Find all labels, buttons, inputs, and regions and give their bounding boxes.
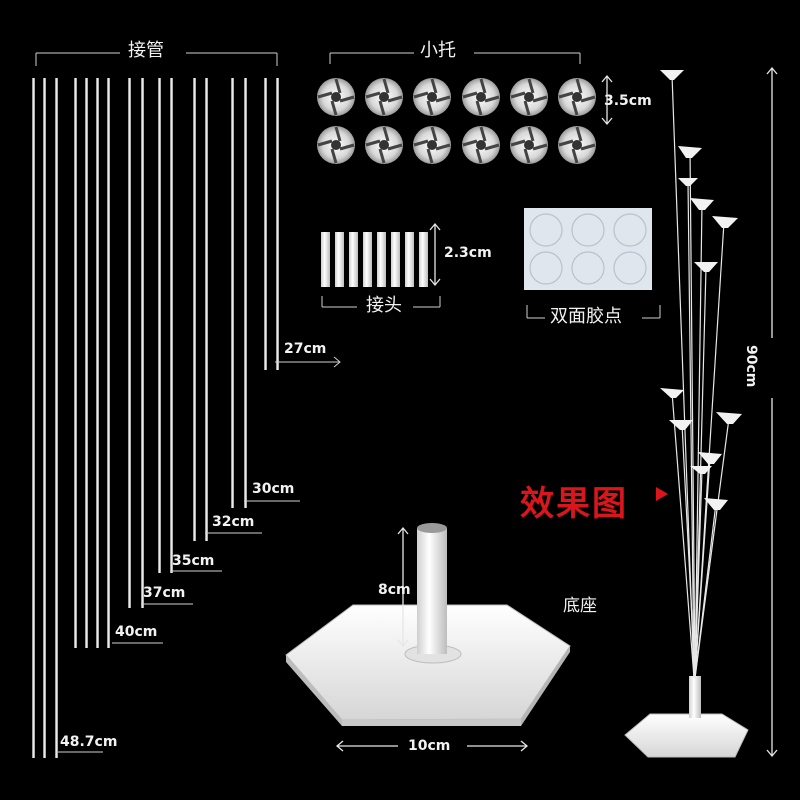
base-height-arrow (397, 526, 409, 648)
tubes-bracket (35, 52, 278, 66)
base-width-arrow (335, 740, 529, 752)
tube-rod (264, 78, 267, 370)
tube-length-lines (58, 356, 341, 753)
glue-bracket (526, 305, 661, 319)
cup-height-arrow (601, 74, 613, 126)
cups-bracket (329, 52, 581, 64)
tube-rod (74, 78, 77, 648)
tube-length-label: 48.7cm (60, 734, 118, 750)
balloon-cups (317, 78, 596, 164)
tube-rod (205, 78, 208, 541)
tube-length-label: 37cm (143, 585, 186, 601)
cups-title: 小托 (420, 40, 456, 61)
tube-length-label: 27cm (284, 341, 327, 357)
connector-title: 接头 (366, 295, 402, 316)
total-height-label: 90cm (743, 345, 759, 388)
tube-length-label: 30cm (252, 481, 295, 497)
tube-rod (55, 78, 58, 758)
tube-rods (32, 78, 279, 758)
tube-length-label: 40cm (115, 624, 158, 640)
tube-rod (276, 78, 279, 370)
base-width-label: 10cm (408, 738, 451, 754)
base-title: 底座 (563, 596, 597, 616)
tube-rod (141, 78, 144, 608)
glue-title: 双面胶点 (550, 306, 622, 327)
tube-rod (85, 78, 88, 648)
tube-rod (128, 78, 131, 608)
tube-rod (107, 78, 110, 648)
tube-rod (244, 78, 247, 508)
tube-rod (158, 78, 161, 573)
tube-rod (231, 78, 234, 508)
effect-arrow-icon (656, 487, 668, 501)
tube-rod (96, 78, 99, 648)
assembled-stand (624, 70, 749, 758)
tube-length-label: 32cm (212, 514, 255, 530)
connectors (321, 232, 428, 287)
tube-rod (193, 78, 196, 541)
glue-dot-sheet (524, 208, 652, 290)
base-height-label: 8cm (378, 582, 411, 598)
tube-rod (32, 78, 35, 758)
total-height-arrow (766, 66, 778, 758)
tube-length-label: 35cm (172, 553, 215, 569)
connector-bracket (321, 296, 441, 308)
tubes-title: 接管 (128, 40, 164, 61)
cup-height-label: 3.5cm (604, 93, 652, 109)
connector-height-label: 2.3cm (444, 245, 492, 261)
tube-rod (43, 78, 46, 758)
tube-rod (170, 78, 173, 573)
effect-label: 效果图 (520, 484, 628, 524)
connector-height-arrow (429, 222, 441, 287)
base-stand (285, 523, 571, 726)
